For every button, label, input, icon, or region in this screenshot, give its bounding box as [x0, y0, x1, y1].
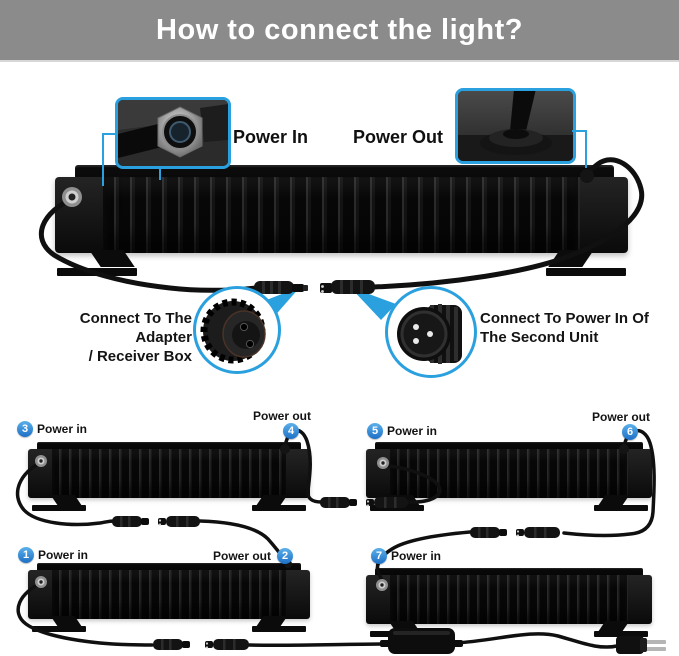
step-label-5: Power in	[387, 424, 438, 438]
bar-top-rail	[37, 442, 301, 450]
bar-end-cap-left	[55, 177, 103, 253]
mounting-foot-left	[370, 621, 424, 637]
bar-heatsink-fins	[390, 449, 628, 498]
bar-heatsink-fins	[103, 177, 580, 253]
adapter-note-line2: / Receiver Box	[88, 348, 192, 365]
light-bar-5-6	[366, 442, 652, 511]
bar-top-rail	[375, 442, 643, 450]
power-out-connector-photo	[458, 91, 573, 161]
connector-pair-2-3	[112, 516, 200, 527]
mounting-foot-right	[594, 621, 648, 637]
step-label-3: Power in	[37, 422, 88, 436]
male-connector-closeup	[385, 286, 477, 378]
mounting-foot-left	[32, 495, 86, 511]
bar-end-cap-left	[28, 570, 52, 619]
second-unit-note-line2: The Second Unit	[480, 329, 599, 346]
bar-heatsink-fins	[52, 570, 286, 619]
light-bar-1-2	[28, 563, 310, 632]
bar-end-cap-right	[286, 449, 310, 498]
bar-body	[55, 177, 628, 253]
step-badge-2: 2	[277, 548, 293, 564]
step-label-4: Power out	[252, 409, 311, 423]
connector-pair-6-7	[470, 527, 560, 538]
bar-body	[366, 575, 652, 624]
bar-end-cap-left	[28, 449, 52, 498]
mounting-foot-right	[546, 250, 626, 276]
bar-top-rail	[375, 568, 643, 576]
bar-heatsink-fins	[390, 575, 628, 624]
mounting-foot-left	[370, 495, 424, 511]
wall-plug-icon	[616, 636, 666, 654]
bar-end-cap-left	[366, 575, 390, 624]
connector-pair-adapter-1	[153, 639, 249, 650]
step-label-2: Power out	[212, 549, 271, 563]
step-label-1: Power in	[38, 548, 89, 562]
bar-end-cap-right	[628, 449, 652, 498]
step-badge-3: 3	[17, 421, 33, 437]
mounting-foot-right	[252, 616, 306, 632]
step-badge-7: 7	[371, 548, 387, 564]
main-connector-pair	[254, 280, 375, 294]
light-bar-3-4	[28, 442, 310, 511]
power-out-closeup-box	[455, 88, 576, 164]
power-out-label: Power Out	[353, 127, 444, 147]
second-unit-note: Connect To Power In Of The Second Unit	[480, 309, 670, 347]
bar-top-rail	[37, 563, 301, 571]
light-bar-7	[366, 568, 652, 637]
main-light-bar	[55, 165, 628, 276]
bar-body	[28, 449, 310, 498]
female-connector-photo	[200, 291, 278, 364]
bar-body	[28, 570, 310, 619]
step-badge-6: 6	[622, 424, 638, 440]
bar-body	[366, 449, 652, 498]
step-badge-4: 4	[283, 423, 299, 439]
power-in-label: Power In	[233, 127, 309, 147]
mounting-foot-right	[594, 495, 648, 511]
bar-end-cap-right	[286, 570, 310, 619]
adapter-note-line1: Connect To The Adapter	[79, 310, 192, 346]
power-in-closeup-box	[115, 97, 231, 169]
female-connector-closeup	[193, 286, 281, 374]
bar-heatsink-fins	[52, 449, 286, 498]
header-banner: How to connect the light?	[0, 0, 679, 62]
mounting-foot-left	[32, 616, 86, 632]
step-badge-1: 1	[18, 547, 34, 563]
bar-end-cap-right	[580, 177, 628, 253]
second-unit-note-line1: Connect To Power In Of	[480, 310, 649, 327]
step-label-7: Power in	[391, 549, 442, 563]
bar-end-cap-left	[366, 449, 390, 498]
page-title: How to connect the light?	[156, 13, 523, 46]
mounting-foot-right	[252, 495, 306, 511]
step-label-6: Power out	[591, 410, 650, 424]
power-in-connector-photo	[118, 100, 228, 166]
male-connector-photo	[388, 291, 462, 364]
adapter-note: Connect To The Adapter / Receiver Box	[20, 309, 192, 366]
mounting-foot-left	[57, 250, 137, 276]
step-badge-5: 5	[367, 423, 383, 439]
bar-end-cap-right	[628, 575, 652, 624]
